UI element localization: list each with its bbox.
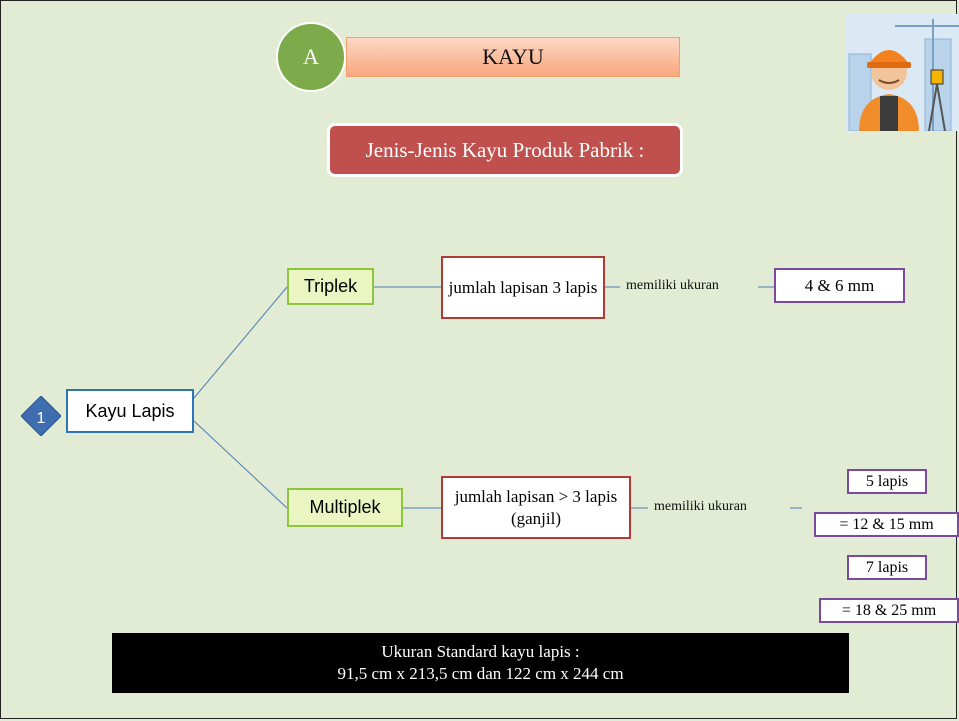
branch-triplek: Triplek — [287, 268, 374, 305]
step-diamond — [21, 396, 61, 436]
root-node-kayu-lapis: Kayu Lapis — [66, 389, 194, 433]
multiplek-option2-size: = 18 & 25 mm — [819, 598, 959, 623]
page-title: KAYU — [346, 37, 680, 77]
section-badge: A — [276, 22, 346, 92]
section-subtitle: Jenis-Jenis Kayu Produk Pabrik : — [327, 123, 683, 177]
multiplek-layers: jumlah lapisan > 3 lapis (ganjil) — [441, 476, 631, 539]
standard-size-values: 91,5 cm x 213,5 cm dan 122 cm x 244 cm — [337, 664, 624, 683]
multiplek-connector-label: memiliki ukuran — [654, 499, 747, 514]
standard-size-note: Ukuran Standard kayu lapis : 91,5 cm x 2… — [112, 633, 849, 693]
triplek-size: 4 & 6 mm — [774, 268, 905, 303]
triplek-layers: jumlah lapisan 3 lapis — [441, 256, 605, 319]
triplek-connector-label: memiliki ukuran — [626, 278, 719, 293]
multiplek-option1-layers: 5 lapis — [847, 469, 927, 494]
standard-size-title: Ukuran Standard kayu lapis : — [381, 642, 580, 661]
multiplek-option2-layers: 7 lapis — [847, 555, 927, 580]
engineer-illustration — [845, 14, 959, 131]
branch-multiplek: Multiplek — [287, 488, 403, 527]
multiplek-option1-size: = 12 & 15 mm — [814, 512, 959, 537]
step-number: 1 — [36, 410, 46, 427]
